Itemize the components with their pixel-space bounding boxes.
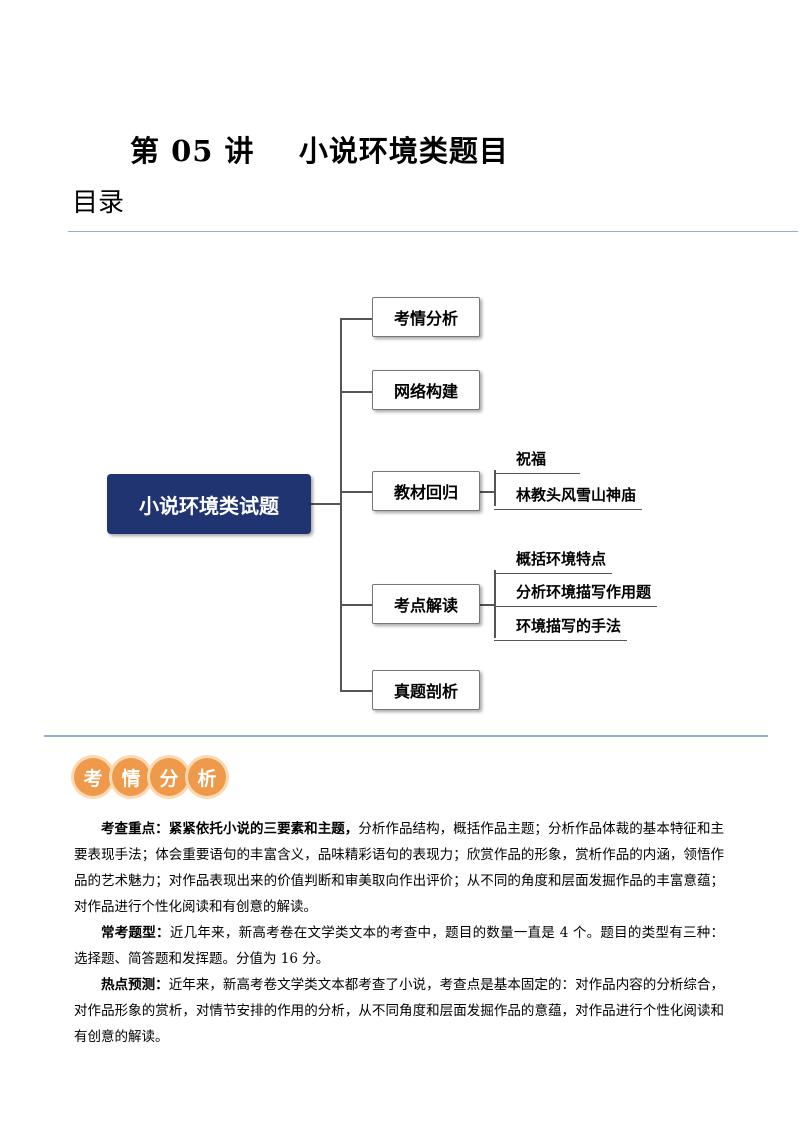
paragraph-focus: 考查重点：紧紧依托小说的三要素和主题，分析作品结构，概括作品主题；分析作品体裁的… xyxy=(74,816,724,920)
branch-kaoqing: 考情分析 xyxy=(372,297,480,337)
para-text: 近年来，新高考卷文学类文本都考查了小说，考查点是基本固定的：对作品内容的分析综合… xyxy=(74,977,725,1045)
badge-char: 考 xyxy=(74,758,112,796)
connector xyxy=(311,503,341,505)
connector xyxy=(340,318,342,690)
badge-char: 析 xyxy=(188,758,226,796)
badge-char: 分 xyxy=(150,758,188,796)
para-text: 近几年来，新高考卷在文学类文本的考查中，题目的数量一直是 4 个。题目的类型有三… xyxy=(74,925,725,967)
page-title: 第 05 讲 小说环境类题目 xyxy=(130,134,509,168)
section-badge: 考 情 分 析 xyxy=(74,758,226,804)
connector xyxy=(494,570,496,638)
connector xyxy=(340,491,372,493)
leaf-shoufa: 环境描写的手法 xyxy=(494,615,628,641)
para-lead: 热点预测： xyxy=(101,977,169,993)
branch-wangluo: 网络构建 xyxy=(372,370,480,410)
connector xyxy=(480,491,494,493)
mindmap-root: 小说环境类试题 xyxy=(107,474,311,534)
para-lead: 考查重点：紧紧依托小说的三要素和主题， xyxy=(101,821,359,837)
branch-zhenti: 真题剖析 xyxy=(372,670,480,710)
connector xyxy=(340,604,372,606)
para-lead: 常考题型： xyxy=(101,925,170,941)
para-text: 分析作品结构，概括作品主题；分析作品体裁的基本特征和主要表现手法；体会重要语句的… xyxy=(74,821,724,915)
leaf-zhufu: 祝福 xyxy=(494,448,581,474)
leaf-linjiaotou: 林教头风雪山神庙 xyxy=(494,484,643,510)
branch-kaodian: 考点解读 xyxy=(372,584,480,624)
leaf-gaikuo: 概括环境特点 xyxy=(494,548,613,574)
connector xyxy=(340,391,372,393)
section-divider xyxy=(44,735,768,737)
paragraph-predict: 热点预测：近年来，新高考卷文学类文本都考查了小说，考查点是基本固定的：对作品内容… xyxy=(74,972,724,1050)
connector xyxy=(340,690,372,692)
toc-heading: 目录 xyxy=(72,188,125,218)
connector xyxy=(480,604,494,606)
branch-jiaocai: 教材回归 xyxy=(372,471,480,511)
divider xyxy=(68,231,798,232)
leaf-fenxi: 分析环境描写作用题 xyxy=(494,581,658,607)
connector xyxy=(340,318,372,320)
connector xyxy=(494,470,496,506)
paragraph-types: 常考题型：近几年来，新高考卷在文学类文本的考查中，题目的数量一直是 4 个。题目… xyxy=(74,920,724,972)
badge-char: 情 xyxy=(112,758,150,796)
